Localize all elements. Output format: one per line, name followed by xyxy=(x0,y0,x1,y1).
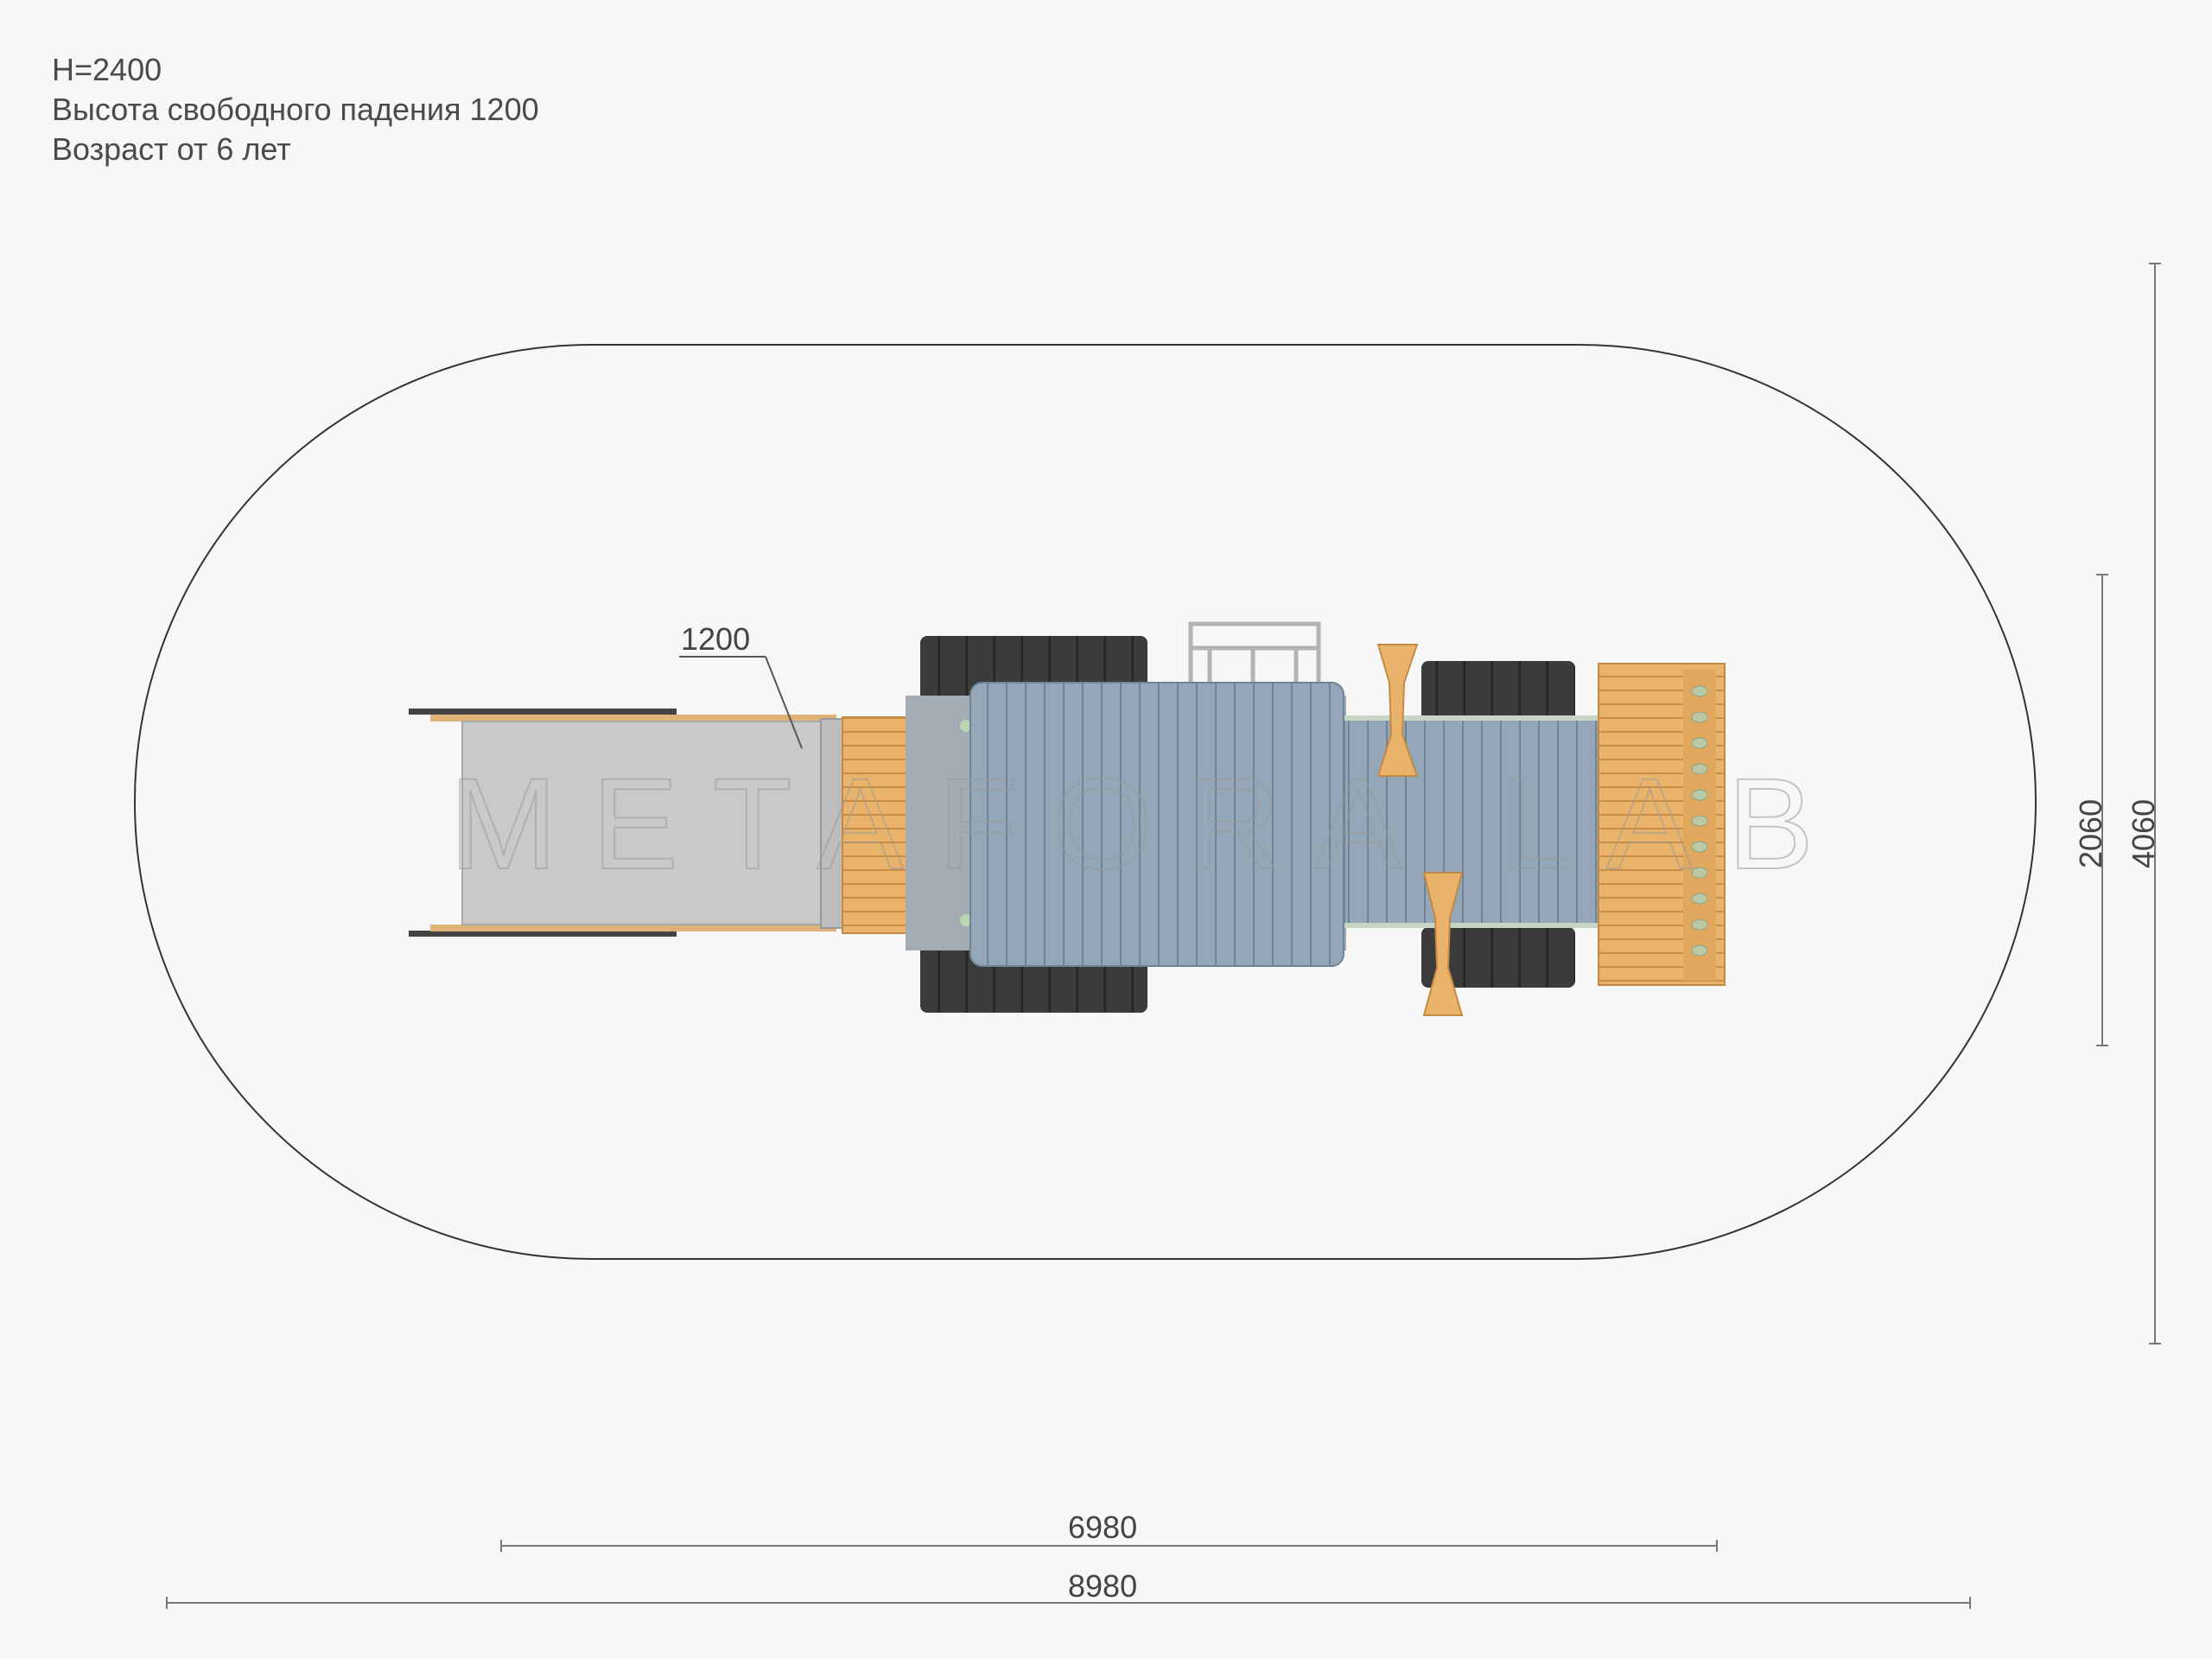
dim-width-outer xyxy=(2149,263,2161,1344)
platform-height-label: 1200 xyxy=(681,621,750,657)
safety-zone-outline xyxy=(134,344,2037,1260)
slide xyxy=(409,709,846,937)
tire-top-right xyxy=(1421,661,1575,721)
platform-height-callout: 1200 xyxy=(679,621,803,749)
spec-age: Возраст от 6 лет xyxy=(52,131,291,167)
dim-width-inner-label: 2060 xyxy=(2073,799,2108,868)
wood-post-top xyxy=(1376,644,1419,777)
dim-length-outer xyxy=(166,1597,1971,1609)
dim-length-outer-label: 8980 xyxy=(1068,1568,1137,1604)
dim-length-inner-label: 6980 xyxy=(1068,1510,1137,1545)
spec-height: H=2400 xyxy=(52,52,162,87)
dim-width-inner xyxy=(2096,574,2108,1046)
dim-width-outer-label: 4060 xyxy=(2126,799,2161,868)
watermark: METAFORA LAB xyxy=(449,751,1848,896)
railing xyxy=(1188,621,1321,687)
grille-lights xyxy=(1691,685,1708,957)
spec-block: H=2400 Высота свободного падения 1200 Во… xyxy=(52,50,539,169)
tire-bottom-right xyxy=(1421,927,1575,988)
wood-post-bottom xyxy=(1422,872,1464,1016)
spec-fall-height: Высота свободного падения 1200 xyxy=(52,92,539,127)
dim-length-inner xyxy=(500,1540,1718,1552)
